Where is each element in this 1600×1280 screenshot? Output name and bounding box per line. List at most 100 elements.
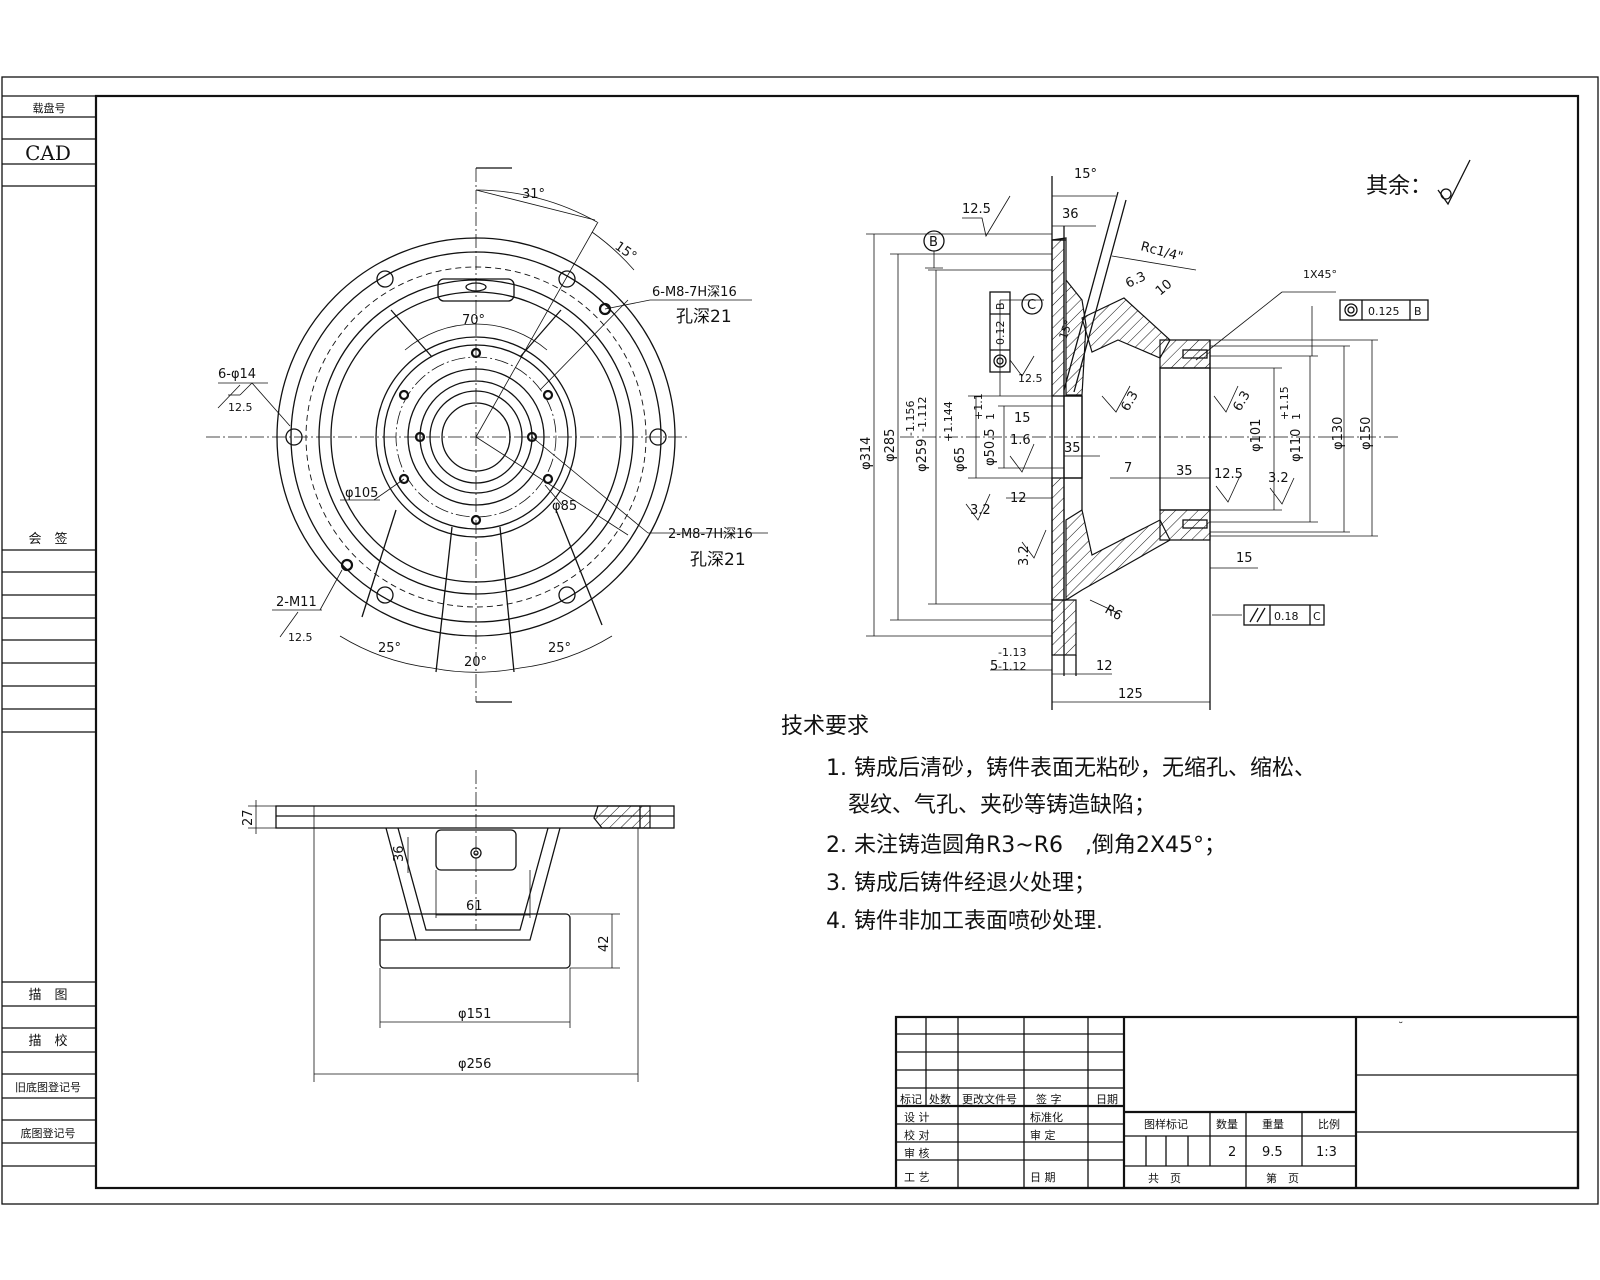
scale-value: 1:3 (1316, 1145, 1337, 1160)
d110: φ110 (1289, 429, 1304, 462)
d505: φ50.5 (983, 428, 998, 466)
bolt-holes (285, 270, 667, 604)
dim-70: 70° (462, 313, 485, 328)
tol-coax-top: 0.125 (1368, 305, 1400, 318)
inner-frame (94, 94, 1580, 1190)
page-no: 第 页 (1266, 1171, 1299, 1185)
dim-5-tol-up: -1.13 (998, 646, 1026, 659)
requirement-3: 3. 铸成后铸件经退火处理； (826, 871, 1096, 896)
weight-value: 9.5 (1262, 1145, 1283, 1160)
dim-d151: φ151 (458, 1007, 491, 1022)
rough-63-top: 6.3 (1123, 269, 1148, 291)
rough-63-mid: 6.3 (1118, 389, 1141, 414)
thread-2: 2-M8-7H深16 (668, 527, 753, 542)
dim-36: 36 (392, 845, 407, 862)
rough-a: 12.5 (228, 401, 253, 414)
d259: φ259 (915, 439, 930, 472)
d314: φ314 (859, 437, 874, 470)
dim-15-b: 15 (1014, 411, 1031, 426)
draw-label: 描 图 (28, 988, 67, 1003)
sidebar: 载盘号 CAD 会 签 描 图 描 校 旧底图登记号 底图登记号 (2, 95, 96, 1167)
dim-5-tol-lo: -1.12 (998, 660, 1026, 673)
h-date: 日期 (1096, 1093, 1118, 1106)
requirements-title: 技术要求 (781, 714, 869, 739)
process: 工 艺 (904, 1171, 930, 1184)
quantity-value: 2 (1228, 1145, 1236, 1160)
tiny-mark: ˘ (1398, 1020, 1404, 1033)
old-reg-label: 旧底图登记号 (15, 1080, 81, 1094)
dim-27: 27 (241, 809, 256, 826)
section-view: 15° 36 12.5 B C Rc1/4" 6.3 10 1X45° 0.12… (859, 159, 1471, 710)
datum-b-label: B (929, 235, 938, 250)
countersign-label: 会 签 (28, 531, 67, 547)
quantity-label: 数量 (1216, 1118, 1238, 1131)
front-view: 27 36 61 42 φ151 φ256 (241, 770, 675, 1082)
audit: 审 核 (904, 1146, 930, 1160)
d259-tol-up: -1.156 (904, 401, 917, 436)
dim-12-a: 12 (1010, 491, 1027, 506)
base-reg-label: 底图登记号 (21, 1126, 76, 1140)
hole-depth-b: 孔深21 (690, 550, 746, 570)
standard: 标准化 (1030, 1110, 1063, 1124)
rough-125: 12.5 (962, 202, 991, 217)
hole-6d14: 6-φ14 (218, 367, 256, 382)
design: 设 计 (904, 1111, 930, 1124)
d150: φ150 (1359, 417, 1374, 450)
requirement-4: 4. 铸件非加工表面喷砂处理. (826, 909, 1103, 934)
datum-c-label: C (1027, 298, 1036, 313)
total-pages: 共 页 (1148, 1172, 1181, 1185)
dim-5: 5 (990, 659, 998, 674)
h-count: 处数 (929, 1093, 951, 1106)
dim-15-mid: 15° (1057, 318, 1076, 341)
angle-25b: 25° (548, 641, 571, 656)
tol-coax-left: 0.12 (994, 321, 1007, 346)
tol-coax-left-datum: B (994, 302, 1007, 310)
tol-parallel-datum: C (1313, 610, 1321, 623)
weight-label: 重量 (1262, 1117, 1284, 1131)
rough-16: 1.6 (1010, 433, 1031, 448)
chamfer: 1X45° (1303, 268, 1337, 281)
d65: φ65 (953, 447, 968, 472)
angle-31: 31° (522, 187, 545, 202)
rough-32-b: 3.2 (970, 503, 991, 518)
rest-roughness-label: 其余： (1366, 174, 1432, 199)
rough-63-right: 6.3 (1230, 389, 1253, 414)
h-sign: 签 字 (1036, 1092, 1062, 1106)
rough-b: 12.5 (288, 631, 313, 644)
dim-61: 61 (466, 899, 483, 914)
requirement-1: 1. 铸成后清砂，铸件表面无粘砂，无缩孔、缩松、 (826, 756, 1316, 781)
outer-border (1, 76, 1599, 1205)
check: 校 对 (904, 1128, 930, 1142)
cad-label: CAD (25, 141, 71, 165)
thread-6: 6-M8-7H深16 (652, 285, 737, 300)
title-block: 标记 处数 更改文件号 签 字 日期 设 计 标准化 校 对 审 定 审 核 工… (894, 1015, 1580, 1190)
hole-2m11: 2-M11 (276, 595, 317, 610)
review: 审 定 (1030, 1128, 1056, 1142)
dim-d256: φ256 (458, 1057, 491, 1072)
dim-42: 42 (597, 935, 612, 952)
angle-20: 20° (464, 655, 487, 670)
rough-125-small: 12.5 (1018, 372, 1043, 385)
rough-32-c: 3.2 (1017, 545, 1032, 566)
d65-tol: +1.144 (942, 401, 955, 442)
dim-12-b: 12 (1096, 659, 1113, 674)
d101: φ101 (1249, 419, 1264, 452)
tol-coax-top-datum: B (1414, 305, 1422, 318)
date-label: 日 期 (1030, 1171, 1056, 1184)
tol-parallel: 0.18 (1274, 610, 1299, 623)
d259-tol-lo: -1.112 (916, 397, 929, 432)
requirement-1b: 裂纹、气孔、夹砂等铸造缺陷； (848, 793, 1156, 818)
dim-7: 7 (1124, 461, 1132, 476)
dim-15-c: 15 (1236, 551, 1253, 566)
top-view: 31° 15° 6-M8-7H深16 孔深21 6-φ14 12.5 70° φ… (206, 167, 768, 703)
d110-tol-up: +1.15 (1278, 386, 1291, 420)
scale-label: 比例 (1318, 1117, 1340, 1131)
technical-requirements: 技术要求 1. 铸成后清砂，铸件表面无粘砂，无缩孔、缩松、 裂纹、气孔、夹砂等铸… (781, 714, 1316, 934)
rough-32-a: 3.2 (1268, 471, 1289, 486)
angle-15: 15° (612, 239, 639, 265)
rc-thread: Rc1/4" (1139, 239, 1185, 265)
dim-15-top: 15° (1074, 167, 1097, 182)
d130: φ130 (1331, 417, 1346, 450)
stage-mark: 图样标记 (1144, 1117, 1188, 1131)
